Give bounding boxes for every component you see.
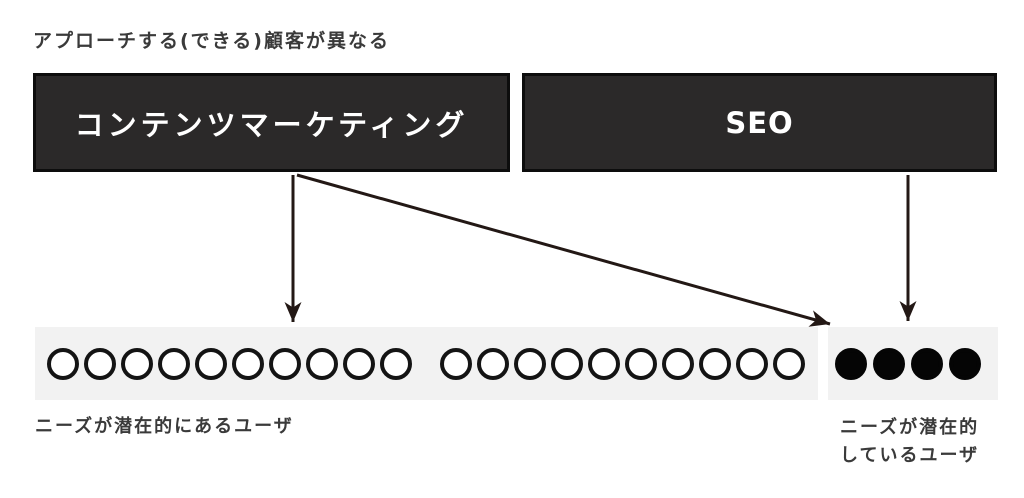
latent-user-icon: [195, 347, 227, 380]
latent-user-icon: [514, 347, 546, 380]
seo-box: SEO: [522, 73, 997, 172]
latent-user-icon: [306, 347, 338, 380]
latent-users-caption: ニーズが潜在的にあるユーザ: [35, 416, 294, 437]
latent-user-icon: [773, 347, 805, 380]
latent-users-band: [35, 327, 818, 400]
latent-user-icon: [343, 347, 375, 380]
latent-user-icon: [699, 347, 731, 380]
manifest-users-caption-line2: しているユーザ: [840, 445, 980, 466]
latent-user-icon: [736, 347, 768, 380]
latent-user-icon: [625, 347, 657, 380]
latent-user-icon: [477, 347, 509, 380]
latent-user-icon: [121, 347, 153, 380]
latent-user-icon: [588, 347, 620, 380]
content-marketing-box: コンテンツマーケティング: [33, 73, 510, 172]
manifest-user-icon: [873, 347, 905, 380]
manifest-user-icon: [911, 347, 943, 380]
latent-user-icon: [380, 347, 412, 380]
latent-user-icon: [662, 347, 694, 380]
manifest-users-caption-line1: ニーズが潜在的: [840, 417, 980, 438]
arrow-content-marketing-to-manifest-icon: [296, 173, 831, 327]
content-marketing-label: コンテンツマーケティング: [74, 107, 469, 142]
latent-user-icon: [47, 347, 79, 380]
manifest-users-caption: ニーズが潜在的 しているユーザ: [840, 414, 979, 470]
manifest-user-icon: [835, 347, 867, 380]
latent-user-icon: [551, 347, 583, 380]
latent-user-icon: [84, 347, 116, 380]
latent-user-icon: [440, 347, 472, 380]
latent-user-icon: [232, 347, 264, 380]
circle-group-gap: [417, 363, 435, 364]
diagram-title: アプローチする(できる)顧客が異なる: [33, 30, 390, 52]
latent-user-icon: [269, 347, 301, 380]
manifest-user-icon: [949, 347, 981, 380]
manifest-users-band: [828, 327, 998, 400]
seo-label: SEO: [725, 105, 794, 140]
latent-user-icon: [158, 347, 190, 380]
